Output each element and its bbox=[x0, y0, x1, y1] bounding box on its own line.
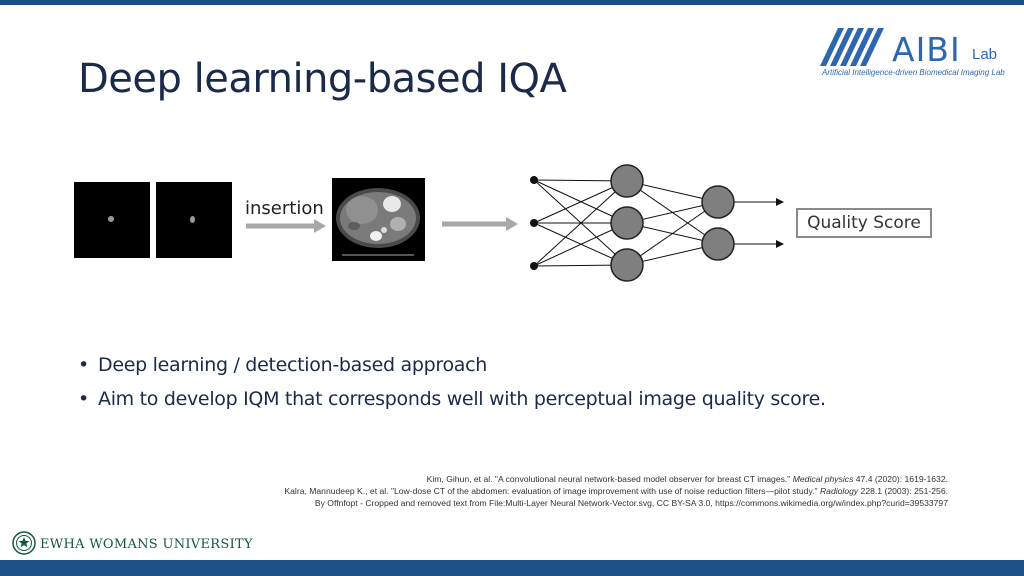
bullet-list: Deep learning / detection-based approach… bbox=[78, 354, 826, 422]
input-arrowhead bbox=[506, 217, 518, 231]
hidden-node bbox=[701, 227, 735, 261]
logo-main-text: AIBI bbox=[892, 30, 961, 69]
input-node bbox=[530, 176, 538, 184]
input-node bbox=[530, 262, 538, 270]
university-seal-icon bbox=[12, 531, 36, 555]
lesion-dot bbox=[108, 216, 114, 222]
bullet-item: Deep learning / detection-based approach bbox=[78, 354, 826, 376]
neural-network-diagram bbox=[530, 164, 784, 282]
ct-slice-image-1 bbox=[74, 182, 150, 258]
quality-score-box: Quality Score bbox=[796, 208, 932, 238]
logo-lab-text: Lab bbox=[972, 46, 998, 63]
aibi-lab-logo: AIBI Lab Artificial Intelligence-driven … bbox=[820, 26, 1010, 82]
hidden-node bbox=[701, 185, 735, 219]
reference-1: Kim, Gihun, et al. "A convolutional neur… bbox=[426, 474, 948, 484]
logo-stripes-icon bbox=[820, 28, 884, 66]
slide-title: Deep learning-based IQA bbox=[78, 56, 567, 102]
reference-3: By Offnfopt - Cropped and removed text f… bbox=[314, 498, 948, 508]
top-accent-bar bbox=[0, 0, 1024, 5]
insertion-label: insertion bbox=[245, 198, 324, 219]
abdominal-ct-image bbox=[332, 178, 425, 261]
logo-subtitle: Artificial Intelligence-driven Biomedica… bbox=[822, 68, 1005, 77]
university-name: EWHA WOMANS UNIVERSITY bbox=[40, 537, 253, 552]
insertion-arrowhead bbox=[314, 219, 326, 233]
bottom-accent-bar bbox=[0, 560, 1024, 576]
hidden-node bbox=[610, 248, 644, 282]
input-node bbox=[530, 219, 538, 227]
ct-slice-image-2 bbox=[156, 182, 232, 258]
bullet-item: Aim to develop IQM that corresponds well… bbox=[78, 388, 826, 410]
references: Kim, Gihun, et al. "A convolutional neur… bbox=[284, 473, 948, 509]
hidden-node bbox=[610, 206, 644, 240]
reference-2: Kalra, Mannudeep K., et al. "Low-dose CT… bbox=[284, 486, 948, 496]
hidden-node bbox=[610, 164, 644, 198]
university-footer: EWHA WOMANS UNIVERSITY bbox=[12, 531, 253, 560]
lesion-dot bbox=[190, 216, 195, 223]
